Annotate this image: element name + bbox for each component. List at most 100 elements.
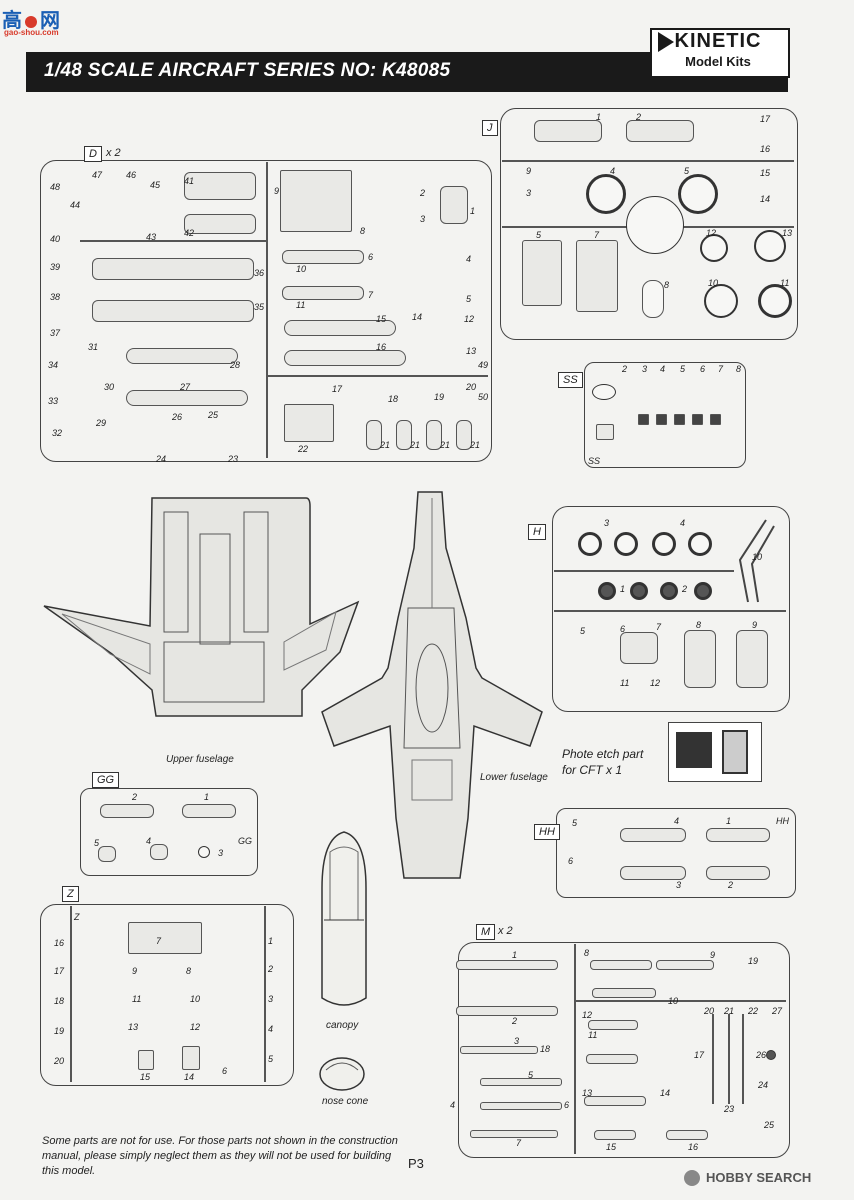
part-d-21a <box>366 420 382 450</box>
part-number: 5 <box>466 294 472 304</box>
part-m-1 <box>456 960 558 970</box>
part-number: 19 <box>54 1026 65 1036</box>
part-number: 16 <box>688 1142 699 1152</box>
logo-subtitle: Model Kits <box>685 54 751 69</box>
watermark-char-1: 高 <box>2 10 22 32</box>
part-number: 18 <box>388 394 399 404</box>
part-number: 21 <box>724 1006 735 1016</box>
part-number: 4 <box>660 364 666 374</box>
part-number: 36 <box>254 268 265 278</box>
hobby-search-watermark: HOBBY SEARCH <box>706 1170 812 1185</box>
sprue-z-corner: Z <box>74 912 80 922</box>
part-number: 6 <box>564 1100 570 1110</box>
part-number: 17 <box>332 384 343 394</box>
part-h-3b <box>614 532 638 556</box>
part-j-8 <box>642 280 664 318</box>
part-number: 12 <box>650 678 661 688</box>
part-number: 34 <box>48 360 59 370</box>
part-h-4a <box>652 532 676 556</box>
part-number: 7 <box>718 364 724 374</box>
canopy-drawing <box>321 831 367 1006</box>
sprue-z-tag: Z <box>62 886 79 902</box>
part-number: 33 <box>48 396 59 406</box>
part-gg-1 <box>182 804 236 818</box>
part-d-21c <box>426 420 442 450</box>
part-j-11 <box>758 284 792 318</box>
part-d-27 <box>126 390 248 406</box>
sprue-z <box>40 904 294 1086</box>
part-m-5 <box>480 1078 562 1086</box>
part-number: 1 <box>470 206 476 216</box>
part-number: 5 <box>684 166 690 176</box>
part-j-7 <box>576 240 618 312</box>
watermark-char-2: 网 <box>40 10 60 32</box>
part-number: 2 <box>728 880 734 890</box>
part-number: 14 <box>760 194 771 204</box>
part-number: 3 <box>514 1036 520 1046</box>
part-number: 2 <box>622 364 628 374</box>
part-number: 30 <box>104 382 115 392</box>
part-number: 4 <box>466 254 472 264</box>
part-number: 13 <box>782 228 793 238</box>
part-number: 6 <box>222 1066 228 1076</box>
part-number: 2 <box>682 584 688 594</box>
part-number: 8 <box>584 948 590 958</box>
part-m-22 <box>742 1014 744 1104</box>
part-number: 41 <box>184 176 195 186</box>
part-j-10 <box>704 284 738 318</box>
part-number: 5 <box>536 230 542 240</box>
part-h-2b <box>694 582 712 600</box>
part-gg-3 <box>198 846 210 858</box>
part-number: 45 <box>150 180 161 190</box>
part-m-13 <box>584 1096 646 1106</box>
part-m-21 <box>728 1014 730 1104</box>
photo-etch-part-b <box>722 730 748 774</box>
part-number: 20 <box>466 382 477 392</box>
lower-fuselage-drawing <box>321 491 543 879</box>
sprue-d-runner-v <box>266 162 268 458</box>
part-h-1b <box>630 582 648 600</box>
sprue-hh-corner: HH <box>776 816 789 826</box>
part-m-8 <box>590 960 652 970</box>
part-h-10-strut <box>738 519 775 603</box>
part-number: 23 <box>724 1104 735 1114</box>
caption-nose-cone: nose cone <box>322 1096 369 1107</box>
photo-etch-part-a <box>676 732 712 768</box>
sprue-d-qty: x 2 <box>106 147 121 159</box>
part-d-21b <box>396 420 412 450</box>
part-number: 18 <box>540 1044 551 1054</box>
logo-brand-text: KINETIC <box>674 30 762 52</box>
part-number: 1 <box>512 950 518 960</box>
part-number: 31 <box>88 342 99 352</box>
part-number: 21 <box>380 440 391 450</box>
part-number: 5 <box>680 364 686 374</box>
sprue-m-tag: M <box>476 924 496 940</box>
part-number: 18 <box>54 996 65 1006</box>
sprue-m-runner <box>574 944 576 1154</box>
part-m-6 <box>480 1102 562 1110</box>
part-z-15 <box>138 1050 154 1070</box>
part-number: 3 <box>218 848 224 858</box>
part-hh-4 <box>620 828 686 842</box>
part-ss-sq3 <box>674 414 685 425</box>
part-number: 9 <box>752 620 758 630</box>
part-number: 5 <box>572 818 578 828</box>
part-number: 19 <box>748 956 759 966</box>
sprue-gg-tag: GG <box>92 772 120 788</box>
part-m-7 <box>470 1130 558 1138</box>
part-h-2a <box>660 582 678 600</box>
part-m-9 <box>656 960 714 970</box>
part-number: 43 <box>146 232 157 242</box>
photo-etch-caption-1: Phote etch part <box>562 747 644 761</box>
footer-note: Some parts are not for use. For those pa… <box>42 1135 398 1177</box>
part-d-21d <box>456 420 472 450</box>
part-number: 7 <box>516 1138 522 1148</box>
sprue-d-runner-h2 <box>268 375 488 377</box>
part-number: 14 <box>412 312 423 322</box>
part-number: 35 <box>254 302 265 312</box>
part-number: 13 <box>582 1088 593 1098</box>
part-number: 5 <box>528 1070 534 1080</box>
part-number: 3 <box>268 994 274 1004</box>
part-number: 3 <box>604 518 610 528</box>
part-number: 5 <box>580 626 586 636</box>
